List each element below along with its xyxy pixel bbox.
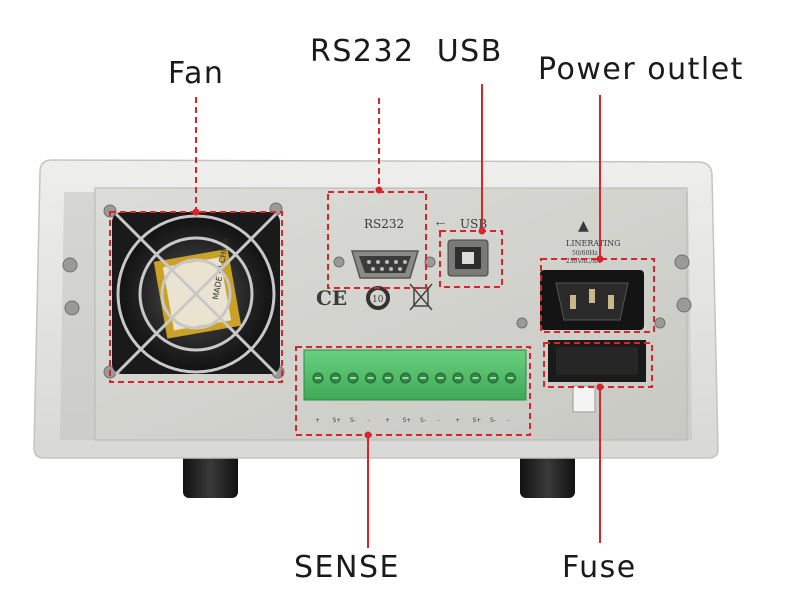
sense-terminal-block: + S+ S- - + S+ S- - + S+ S- - — [303, 349, 527, 424]
weee-bin-icon — [409, 283, 433, 311]
svg-text:⇠: ⇠ — [436, 217, 445, 230]
svg-text:10: 10 — [372, 295, 384, 305]
fan: MADE IN CHINA — [112, 212, 280, 376]
power-outlet-callout-box — [540, 258, 655, 333]
power-inlet: ▲ LINERATING 50/60Hz 230VAC/8A — [540, 218, 646, 413]
usb-port-label: USB — [460, 217, 487, 231]
rs232-callout-box — [327, 191, 427, 289]
sense-terminal-label: + — [315, 417, 320, 424]
sense-terminal-label: S- — [350, 417, 356, 424]
svg-text:230VAC/8A: 230VAC/8A — [566, 258, 601, 265]
sense-callout-label: SENSE — [294, 550, 400, 585]
fuse-callout-label: Fuse — [562, 550, 637, 585]
sense-terminal-label: + — [455, 417, 460, 424]
left-foot — [183, 448, 238, 498]
sense-terminal-label: S+ — [473, 417, 482, 424]
sense-terminal-label: + — [385, 417, 390, 424]
sense-terminal-label: - — [368, 417, 370, 424]
right-foot — [520, 448, 575, 498]
sense-callout-box — [295, 346, 531, 436]
usb-port: ⇠ USB — [436, 217, 489, 277]
svg-text:LINERATING: LINERATING — [566, 239, 621, 248]
svg-text:▲: ▲ — [578, 218, 589, 234]
power-outlet-callout-label: Power outlet — [538, 52, 744, 87]
sense-terminal-label: - — [438, 417, 440, 424]
svg-text:50/60Hz: 50/60Hz — [572, 250, 598, 257]
ce-mark: CE — [316, 286, 347, 310]
sense-terminal-label: S- — [420, 417, 426, 424]
sense-terminal-label: S+ — [333, 417, 342, 424]
sense-terminal-label: S- — [490, 417, 496, 424]
rs232-port: RS232 — [350, 217, 420, 279]
rs232-usb-callout-label: RS232 USB — [310, 34, 503, 69]
sense-terminal-label: S+ — [403, 417, 412, 424]
rs232-port-label: RS232 — [364, 217, 404, 231]
sense-terminal-label: - — [508, 417, 510, 424]
fan-callout-label: Fan — [168, 56, 225, 91]
usb-callout-box — [439, 230, 503, 288]
